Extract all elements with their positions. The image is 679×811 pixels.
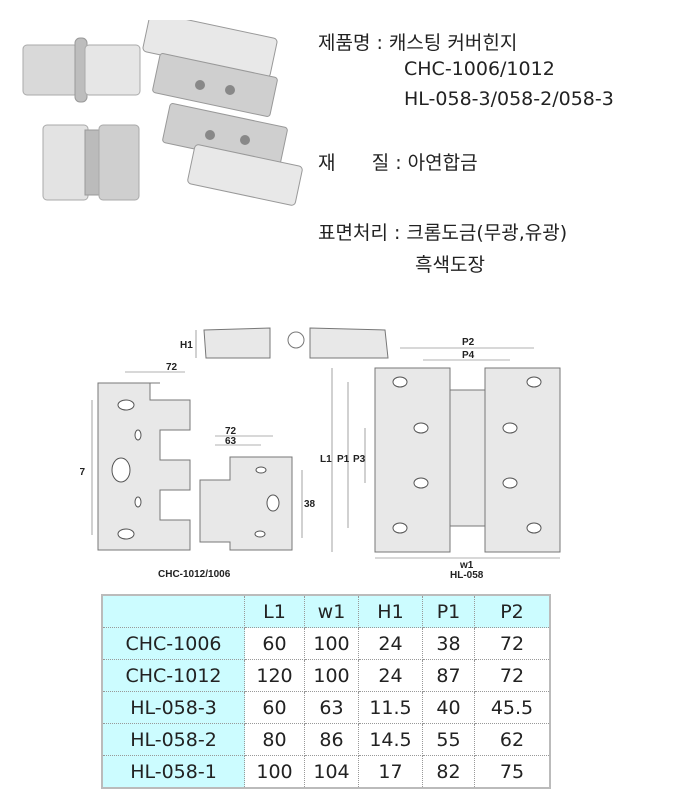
model-list-2: HL-058-3/058-2/058-3 bbox=[404, 88, 614, 110]
model-cell: CHC-1012 bbox=[101, 659, 245, 692]
product-photos bbox=[22, 20, 303, 206]
cell: 60 bbox=[244, 627, 305, 660]
header-cell: P2 bbox=[474, 594, 551, 628]
cell: 80 bbox=[244, 723, 305, 756]
dim-h1-label: H1 bbox=[180, 340, 193, 351]
cell: 75 bbox=[474, 755, 551, 789]
cell: 60 bbox=[244, 691, 305, 724]
dim-63-label: 63 bbox=[225, 436, 237, 447]
product-name: 제품명 : 캐스팅 커버힌지 bbox=[318, 32, 518, 54]
header-cell bbox=[101, 594, 245, 628]
dim-87-label: 87 bbox=[80, 467, 86, 478]
dim-w1-label: w1 bbox=[459, 560, 474, 571]
model-cell: HL-058-2 bbox=[101, 723, 245, 756]
model-cell: HL-058-1 bbox=[101, 755, 245, 789]
surface-finish-2: 흑색도장 bbox=[415, 254, 485, 276]
model-cell: CHC-1006 bbox=[101, 627, 245, 660]
cell: 100 bbox=[304, 659, 359, 692]
cell: 45.5 bbox=[474, 691, 551, 724]
material: 재 질 : 아연합금 bbox=[318, 152, 478, 174]
dim-p2-label: P2 bbox=[462, 337, 475, 348]
cell: 24 bbox=[358, 627, 423, 660]
header-cell: L1 bbox=[244, 594, 305, 628]
hinge-photo-exploded bbox=[142, 20, 303, 206]
header-cell: P1 bbox=[422, 594, 475, 628]
cell: 86 bbox=[304, 723, 359, 756]
hl-caption: HL-058 bbox=[450, 570, 484, 580]
cell: 87 bbox=[422, 659, 475, 692]
table-header-row: L1 w1 H1 P1 P2 bbox=[101, 594, 551, 628]
hl-058-view bbox=[374, 367, 561, 553]
cell: 104 bbox=[304, 755, 359, 789]
cell: 55 bbox=[422, 723, 475, 756]
dim-p1-label: P1 bbox=[337, 454, 350, 465]
model-cell: HL-058-3 bbox=[101, 691, 245, 724]
cell: 120 bbox=[244, 659, 305, 692]
dim-p3-label: P3 bbox=[353, 454, 366, 465]
dim-38-label: 38 bbox=[304, 499, 316, 510]
cell: 82 bbox=[422, 755, 475, 789]
header-cell: w1 bbox=[304, 594, 359, 628]
header-cell: H1 bbox=[358, 594, 423, 628]
cell: 100 bbox=[244, 755, 305, 789]
chc-1012-view bbox=[97, 382, 191, 551]
dim-72-label: 72 bbox=[166, 362, 178, 373]
cell: 72 bbox=[474, 627, 551, 660]
chc-caption: CHC-1012/1006 bbox=[158, 569, 231, 580]
cell: 100 bbox=[304, 627, 359, 660]
cell: 40 bbox=[422, 691, 475, 724]
cell: 38 bbox=[422, 627, 475, 660]
side-view bbox=[203, 327, 389, 359]
cell: 72 bbox=[474, 659, 551, 692]
cell: 14.5 bbox=[358, 723, 423, 756]
cell: 62 bbox=[474, 723, 551, 756]
cell: 24 bbox=[358, 659, 423, 692]
cell: 17 bbox=[358, 755, 423, 789]
cell: 63 bbox=[304, 691, 359, 724]
cell: 11.5 bbox=[358, 691, 423, 724]
hinge-photo-open bbox=[22, 37, 141, 103]
hinge-photo-closed bbox=[42, 124, 140, 201]
dim-72b-label: 72 bbox=[225, 426, 237, 437]
chc-1006-view bbox=[199, 456, 293, 551]
model-list-1: CHC-1006/1012 bbox=[404, 58, 555, 80]
technical-drawing: H1 72 87 72 63 38 CHC-1012/1006 P2 P4 L1… bbox=[80, 327, 561, 580]
surface-finish: 표면처리 : 크롬도금(무광,유광) bbox=[318, 222, 568, 244]
dim-l1-label: L1 bbox=[320, 454, 332, 465]
dim-p4-label: P4 bbox=[462, 350, 475, 361]
